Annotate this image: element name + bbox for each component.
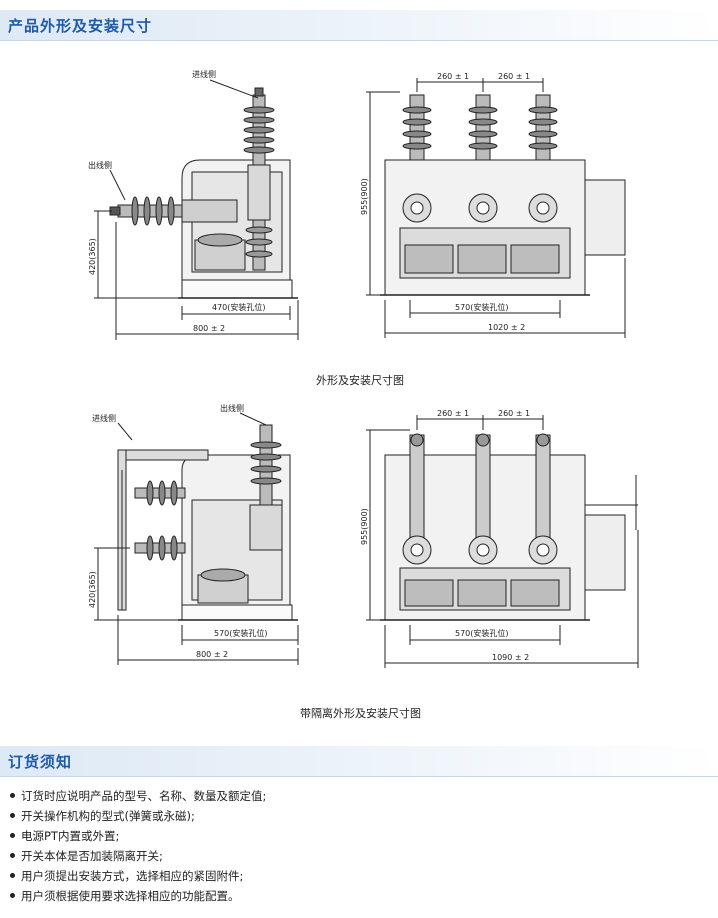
label-incoming-side: 进线侧 xyxy=(192,69,216,79)
dim-front-spacing-left: 260 ± 1 xyxy=(437,72,469,81)
bullet-icon xyxy=(10,893,15,898)
dim-front-holes: 570(安装孔位) xyxy=(455,302,509,312)
bullet-icon xyxy=(10,853,15,858)
figure-caption: 外形及安装尺寸图 xyxy=(316,374,404,387)
dim-side-holes: 570(安装孔位) xyxy=(214,628,268,638)
figure-outline-dimensions-with-isolator: 进线侧 出线侧 420(365) 570(安装孔位) 800 ± 2 260 ±… xyxy=(88,403,639,668)
bullet-icon xyxy=(10,873,15,878)
dim-side-height: 420(365) xyxy=(88,238,97,275)
dim-front-spacing-left: 260 ± 1 xyxy=(437,409,469,418)
figure-outline-dimensions: 进线侧 出线侧 420(365) 470(安装孔位) 800 ± 2 260 ±… xyxy=(88,69,626,340)
dim-front-spacing-right: 260 ± 1 xyxy=(498,409,530,418)
dim-front-width: 1090 ± 2 xyxy=(492,653,529,662)
dim-side-width: 800 ± 2 xyxy=(193,324,225,333)
dim-front-width: 1020 ± 2 xyxy=(488,323,525,332)
list-item: 电源PT内置或外置; xyxy=(10,826,266,846)
dim-front-holes: 570(安装孔位) xyxy=(455,628,509,638)
list-item: 用户须根据使用要求选择相应的功能配置。 xyxy=(10,886,266,906)
list-item: 用户须提出安装方式，选择相应的紧固附件; xyxy=(10,866,266,886)
dim-side-height: 420(365) xyxy=(88,571,97,608)
section-title: 产品外形及安装尺寸 xyxy=(8,17,153,35)
section-header-ordering: 订货须知 xyxy=(0,746,718,777)
dim-front-height: 955(900) xyxy=(360,508,369,545)
dim-front-spacing-right: 260 ± 1 xyxy=(498,72,530,81)
list-item: 订货时应说明产品的型号、名称、数量及额定值; xyxy=(10,786,266,806)
top-insulator-stack xyxy=(243,87,275,166)
label-outgoing-side: 出线侧 xyxy=(220,403,244,413)
bullet-icon xyxy=(10,793,15,798)
dim-side-width: 800 ± 2 xyxy=(196,650,228,659)
bullet-icon xyxy=(10,833,15,838)
list-item: 开关本体是否加装隔离开关; xyxy=(10,846,266,866)
list-item: 开关操作机构的型式(弹簧或永磁); xyxy=(10,806,266,826)
section-header-dimensions: 产品外形及安装尺寸 xyxy=(0,10,718,41)
figure-caption: 带隔离外形及安装尺寸图 xyxy=(300,707,421,720)
dim-front-height: 955(900) xyxy=(360,178,369,215)
ordering-notes-list: 订货时应说明产品的型号、名称、数量及额定值; 开关操作机构的型式(弹簧或永磁);… xyxy=(10,786,266,906)
label-incoming-side: 进线侧 xyxy=(92,413,116,423)
dim-side-holes: 470(安装孔位) xyxy=(212,302,266,312)
bullet-icon xyxy=(10,813,15,818)
label-outgoing-side: 出线侧 xyxy=(88,160,112,170)
section-title: 订货须知 xyxy=(8,753,73,771)
front-insulators xyxy=(402,94,558,161)
